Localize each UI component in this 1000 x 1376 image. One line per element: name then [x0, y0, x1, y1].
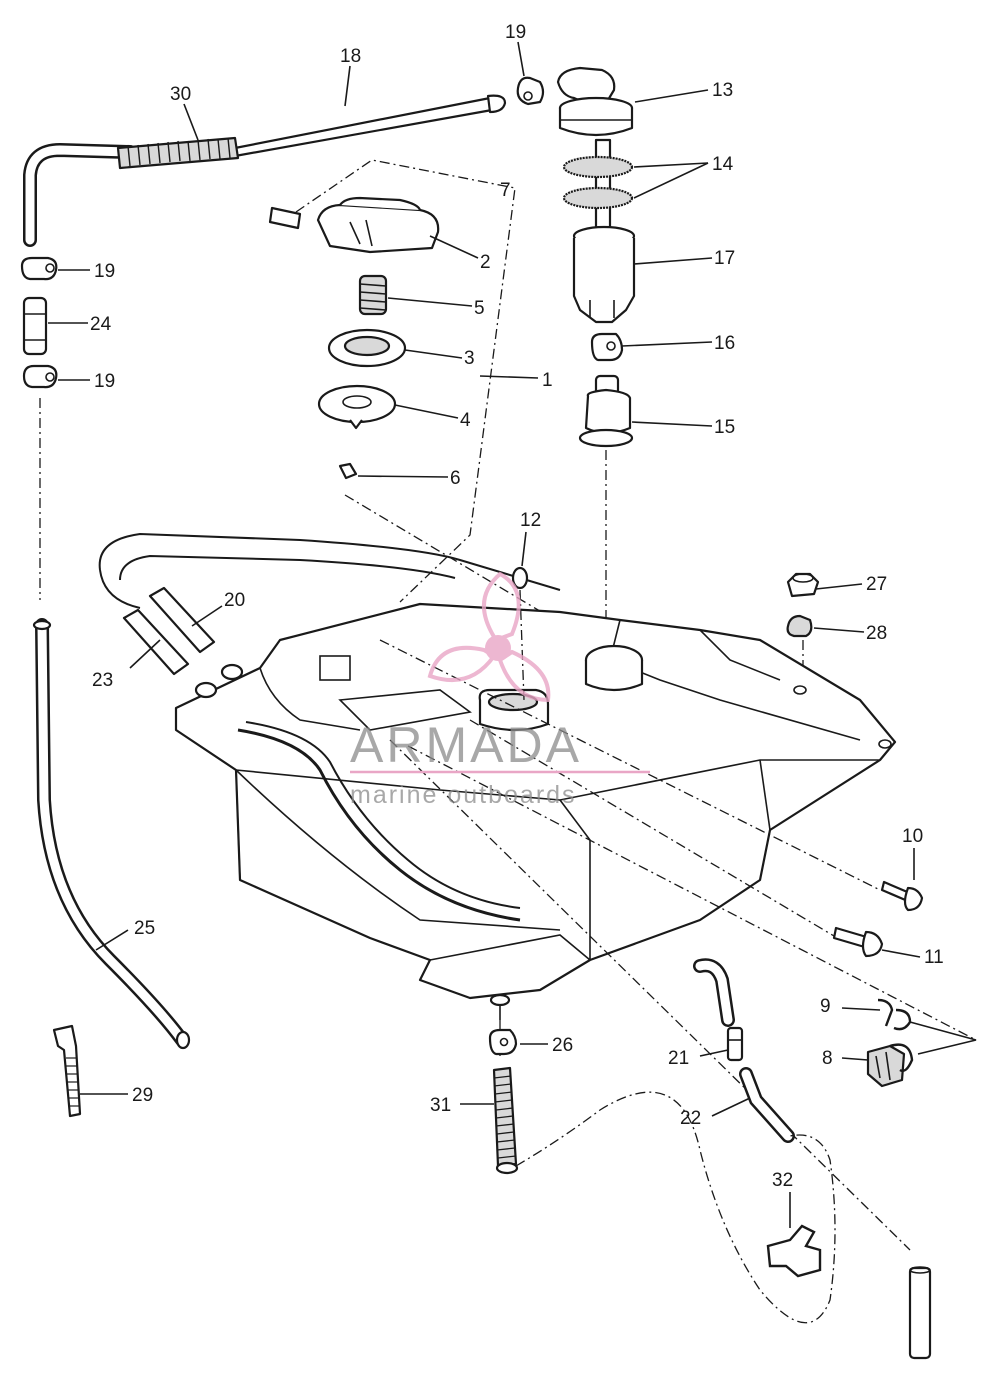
callout-13: 13: [712, 80, 733, 101]
callout-32: 32: [772, 1170, 793, 1191]
filter-body-17: [572, 225, 636, 324]
bracket-8-9: [909, 1021, 977, 1055]
bolt-10: [880, 880, 924, 912]
callout-26: 26: [552, 1035, 573, 1056]
hose-clip-19-top: [516, 76, 545, 106]
callout-leaders: [48, 41, 921, 1228]
callout-27: 27: [866, 574, 887, 595]
watermark-tagline: marine outboards: [350, 781, 577, 809]
callout-5: 5: [474, 298, 485, 319]
breather-hose-18: [23, 94, 507, 247]
leader-line-10: [379, 639, 881, 891]
clip-16: [590, 332, 624, 362]
washer-28: [786, 614, 813, 638]
joint-24: [22, 296, 48, 356]
callout-29: 29: [132, 1085, 153, 1106]
plate-4: [317, 384, 397, 430]
vent-hose-25: [32, 618, 191, 1050]
leader-line-32: [515, 1091, 836, 1324]
callout-23: 23: [92, 670, 113, 691]
callout-labels: 18 19 30 13 14 7 2 17 19 5 24 16 3 1 19 …: [90, 22, 944, 1191]
callout-2: 2: [480, 252, 491, 273]
callout-8: 8: [822, 1048, 833, 1069]
callout-19-upper: 19: [94, 261, 115, 282]
callout-11: 11: [924, 947, 944, 968]
fuel-hose-bottom: [908, 1266, 932, 1360]
callout-4: 4: [460, 410, 471, 431]
packing-3: [327, 328, 407, 368]
gaskets-14: [562, 155, 634, 210]
tube-23: [122, 608, 190, 676]
callout-15: 15: [714, 417, 735, 438]
armada-watermark: ARMADA marine outboards: [350, 571, 650, 809]
fuel-tank-body: [174, 602, 897, 1020]
callout-30: 30: [170, 84, 191, 105]
nut-27: [786, 572, 820, 598]
strainer-15: [578, 374, 634, 448]
callout-21: 21: [668, 1048, 689, 1069]
spring-5: [358, 274, 388, 316]
leader-line-12: [519, 589, 525, 701]
callout-25: 25: [134, 918, 155, 939]
nut-6: [338, 462, 358, 480]
bolt-11: [832, 926, 884, 958]
callout-19-lower: 19: [94, 371, 115, 392]
spring-protector-30: [116, 136, 240, 170]
vent-tube-loop: [98, 532, 561, 609]
cap-13: [556, 66, 634, 137]
callout-1: 1: [542, 370, 553, 391]
cap-2: [316, 196, 440, 254]
leader-line-hose-bottom: [389, 739, 911, 1251]
clip-9: [877, 998, 912, 1031]
grommet-12: [511, 566, 529, 590]
hose-clip-19-upper: [20, 256, 58, 281]
callout-6: 6: [450, 468, 461, 489]
band-29: [52, 1024, 82, 1118]
callout-7: 7: [500, 180, 511, 201]
callout-12: 12: [520, 510, 541, 531]
lock-pin-7: [268, 206, 302, 230]
tube-20: [148, 586, 216, 654]
joint-21: [726, 1026, 744, 1062]
watermark-brand: ARMADA: [350, 717, 582, 773]
propeller-logo: [427, 571, 551, 703]
callout-19-top: 19: [505, 22, 526, 43]
grommet-8: [866, 1043, 914, 1088]
callout-3: 3: [464, 348, 475, 369]
callout-14: 14: [712, 154, 734, 175]
callout-9: 9: [820, 996, 831, 1017]
callout-28: 28: [866, 623, 887, 644]
callout-10: 10: [902, 826, 923, 847]
callout-16: 16: [714, 333, 735, 354]
leader-line-8-9: [407, 745, 977, 1041]
holder-32: [766, 1224, 822, 1278]
callout-18: 18: [340, 46, 361, 67]
callout-24: 24: [90, 314, 112, 335]
hose-clip-19-lower: [22, 364, 58, 389]
spring-protector-31: [492, 1066, 519, 1175]
callout-22: 22: [680, 1108, 701, 1129]
hose-22: [739, 1067, 795, 1143]
callout-17: 17: [714, 248, 735, 269]
elbow-hose: [693, 958, 735, 1027]
clip-26: [488, 1028, 518, 1056]
callout-20: 20: [224, 590, 245, 611]
callout-31: 31: [430, 1095, 451, 1116]
